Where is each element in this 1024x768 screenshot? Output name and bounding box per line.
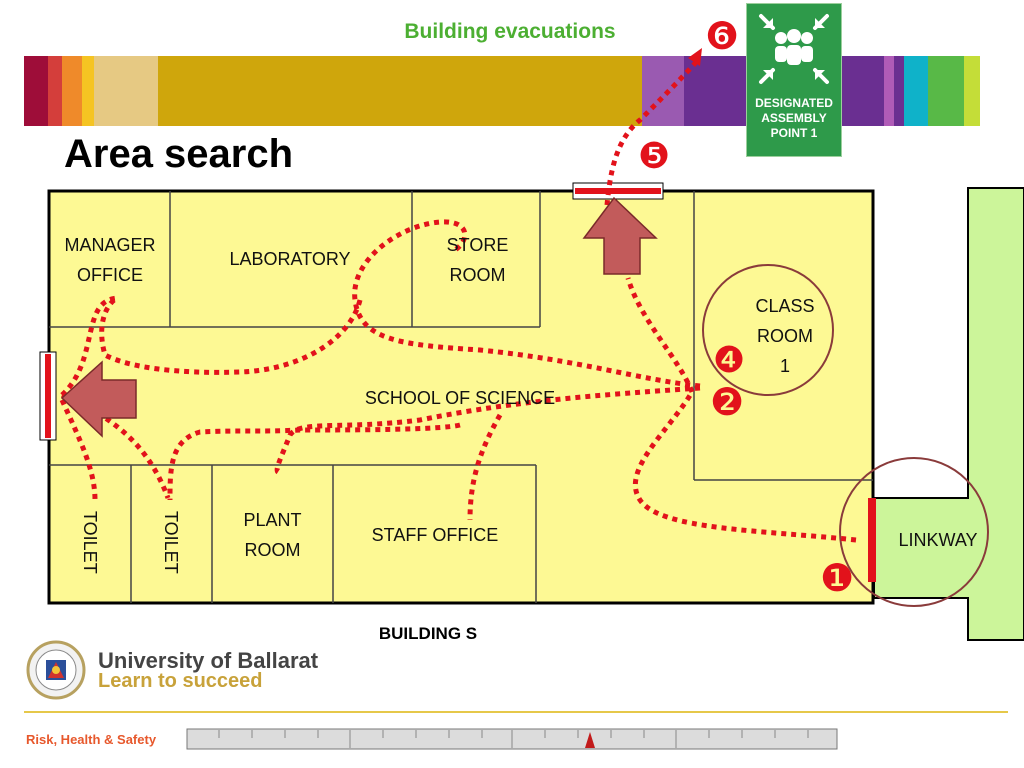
assembly-point-sign: DESIGNATED ASSEMBLY POINT 1 [746,3,842,157]
classroom-highlight-circle [702,264,834,396]
room-label-store-room: STORE ROOM [446,235,509,285]
west-exit-marker [45,354,51,438]
room-label-linkway: LINKWAY [898,530,978,550]
stripe [48,56,62,126]
university-seal-icon [26,640,86,700]
linkway-area [873,187,1024,641]
assembly-sign-text: DESIGNATED ASSEMBLY POINT 1 [755,96,833,140]
footer-department: Risk, Health & Safety [26,732,157,747]
header-title: Building evacuations [404,20,616,43]
linkway-door-marker [868,498,876,582]
marker-4-icon: ❹ [713,340,746,381]
room-label-laboratory: LABORATORY [229,249,351,269]
linkway-highlight-circle [839,457,989,607]
search-route [59,58,857,543]
progress-indicator-icon [585,732,595,748]
stripe [964,56,980,126]
route-arrowhead-icon [688,48,702,66]
room-label-staff-office: STAFF OFFICE [371,525,499,545]
room-label-class-room: CLASS ROOM 1 [755,296,815,376]
room-label-plant-room: PLANT ROOM [243,510,302,560]
stripe [928,56,964,126]
university-tagline: Learn to succeed [98,670,263,692]
north-exit-arrow-icon [582,196,658,275]
marker-6-icon: ❻ [705,14,740,58]
stripe [82,56,94,126]
room-label-school-of-science: SCHOOL OF SCIENCE [364,388,556,408]
stripe [884,56,894,126]
marker-5-icon: ❺ [638,136,671,177]
university-name: University of Ballarat [98,648,319,673]
building-floor [47,189,875,605]
west-exit-arrow-icon [60,360,137,438]
north-exit-marker [575,188,661,194]
stripe [904,56,928,126]
color-stripe-band [24,56,1000,126]
stripe [24,56,48,126]
interior-walls [49,191,873,603]
room-label-manager-office: MANAGER OFFICE [64,235,156,285]
room-label-toilet-2: TOILET [161,510,181,574]
stripe [158,56,642,126]
stripe [62,56,82,126]
stripe [894,56,904,126]
assembly-people-icon [759,14,829,84]
marker-2-icon: ❷ [710,380,745,424]
building-name: BUILDING S [378,624,478,643]
footer-divider [24,711,1008,713]
room-label-toilet-1: TOILET [80,510,100,574]
slide-progress-track [186,728,838,750]
marker-1-icon: ❶ [820,556,855,600]
stripe [94,56,158,126]
page-title: Area search [64,132,294,176]
